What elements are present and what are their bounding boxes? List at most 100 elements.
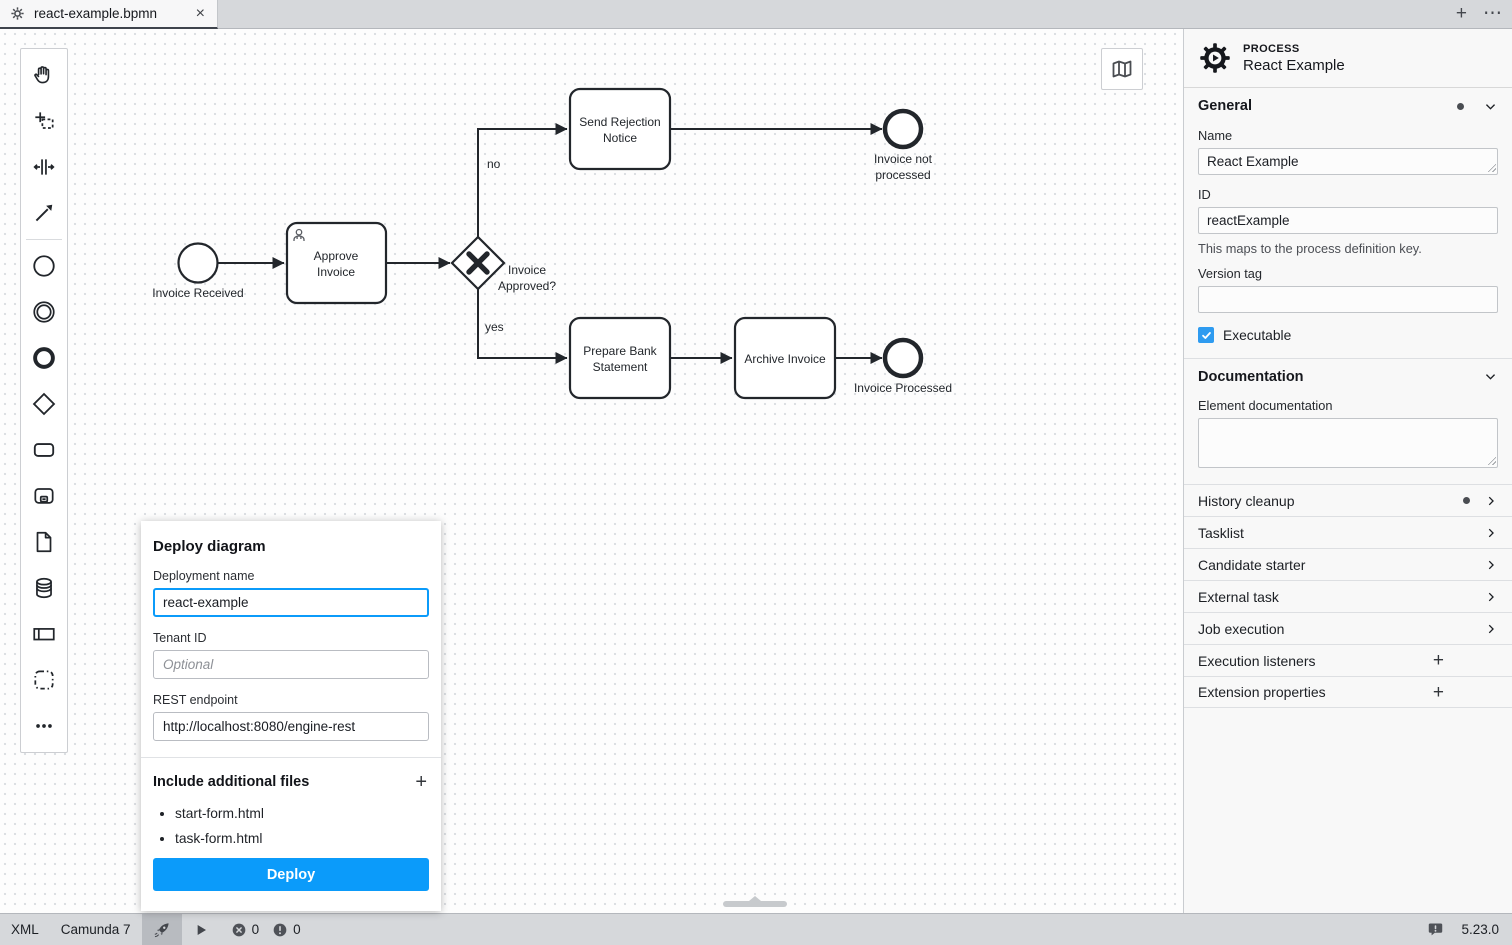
engine-profile-button[interactable]: Camunda 7 — [60, 922, 131, 937]
version-tag-label: Version tag — [1198, 266, 1263, 281]
chevron-right-icon[interactable] — [1484, 494, 1498, 508]
add-extension-property-button[interactable]: + — [1432, 681, 1444, 703]
group-job-execution[interactable]: Job execution — [1184, 612, 1512, 644]
svg-text:Invoice Received: Invoice Received — [152, 286, 243, 300]
svg-text:Approved?: Approved? — [498, 279, 556, 293]
chevron-right-icon[interactable] — [1484, 558, 1498, 572]
bpmn-start-event[interactable]: Invoice Received — [152, 242, 244, 301]
bpmn-task-send-rejection-notice[interactable]: Send Rejection Notice — [568, 87, 672, 171]
more-tools-icon[interactable] — [21, 703, 67, 749]
bpmn-task-prepare-bank-statement[interactable]: Prepare Bank Statement — [568, 316, 672, 400]
group-extension-properties[interactable]: Extension properties + — [1184, 676, 1512, 708]
main-area: Invoice Received Approve Invoice Invoice… — [0, 29, 1512, 913]
play-icon — [197, 924, 206, 935]
bpmn-end-event-not-processed[interactable]: Invoice not processed — [874, 108, 933, 182]
bpmn-task-approve-invoice[interactable]: Approve Invoice — [285, 221, 388, 305]
svg-text:Prepare Bank: Prepare Bank — [583, 344, 657, 358]
sequence-flows[interactable] — [218, 123, 883, 364]
deploy-rocket-button[interactable] — [141, 913, 182, 945]
bpmn-end-event-processed[interactable]: Invoice Processed — [854, 337, 952, 395]
minimap-toggle-button[interactable] — [1101, 48, 1143, 90]
add-file-button[interactable]: + — [415, 771, 427, 793]
executable-checkbox[interactable] — [1198, 327, 1214, 343]
global-connect-tool-icon[interactable] — [21, 190, 67, 236]
create-end-event-icon[interactable] — [21, 335, 67, 381]
user-task-icon — [293, 228, 305, 241]
deploy-button[interactable]: Deploy — [153, 858, 429, 891]
bpmn-gateway-invoice-approved[interactable]: Invoice Approved? — [450, 235, 556, 293]
status-bar: XML Camunda 7 0 0 — [0, 913, 1512, 945]
error-icon — [232, 923, 245, 936]
flow-yes-branch[interactable] — [477, 289, 568, 364]
bpmn-diagram: Invoice Received Approve Invoice Invoice… — [152, 87, 952, 400]
element-documentation-field[interactable] — [1198, 418, 1498, 468]
tenant-id-input[interactable] — [153, 650, 429, 679]
flow-no-branch[interactable] — [477, 123, 568, 237]
create-intermediate-event-icon[interactable] — [21, 289, 67, 335]
deployment-name-label: Deployment name — [153, 569, 255, 583]
dialog-divider — [141, 757, 441, 758]
svg-text:Approve: Approve — [314, 249, 359, 263]
chevron-down-icon[interactable] — [1483, 369, 1498, 384]
rocket-icon — [154, 922, 169, 937]
rest-endpoint-input[interactable] — [153, 712, 429, 741]
element-documentation-label: Element documentation — [1198, 398, 1333, 413]
create-subprocess-icon[interactable] — [21, 473, 67, 519]
svg-text:Invoice: Invoice — [508, 263, 546, 277]
bottom-panel-toggle-handle[interactable] — [723, 896, 787, 907]
warning-icon — [273, 923, 287, 936]
group-tasklist[interactable]: Tasklist — [1184, 516, 1512, 548]
chevron-right-icon[interactable] — [1484, 526, 1498, 540]
create-participant-icon[interactable] — [21, 611, 67, 657]
include-files-label: Include additional files — [153, 774, 310, 790]
properties-panel: PROCESS React Example General Name React… — [1183, 29, 1512, 913]
chevron-right-icon[interactable] — [1484, 590, 1498, 604]
toggle-xml-button[interactable]: XML — [11, 922, 39, 937]
feedback-bubble-icon — [1429, 923, 1443, 936]
deployment-name-input[interactable] — [153, 588, 429, 617]
svg-text:Invoice: Invoice — [317, 265, 355, 279]
process-id-field[interactable] — [1198, 207, 1498, 234]
process-name-field[interactable]: React Example — [1198, 148, 1498, 175]
bpmn-palette — [20, 48, 68, 753]
start-instance-button[interactable] — [182, 914, 220, 945]
new-tab-button[interactable]: + — [1455, 3, 1467, 24]
group-candidate-starter[interactable]: Candidate starter — [1184, 548, 1512, 580]
add-execution-listener-button[interactable]: + — [1432, 650, 1444, 671]
element-type-label: PROCESS — [1243, 42, 1300, 55]
group-documentation[interactable]: Documentation — [1184, 358, 1512, 394]
space-tool-icon[interactable] — [21, 144, 67, 190]
rest-endpoint-label: REST endpoint — [153, 693, 238, 707]
app-version-label: 5.23.0 — [1461, 922, 1499, 937]
tab-bar: react-example.bpmn × + ⋯ — [0, 0, 1512, 29]
create-gateway-icon[interactable] — [21, 381, 67, 427]
create-task-icon[interactable] — [21, 427, 67, 473]
tab-overflow-menu-icon[interactable]: ⋯ — [1483, 3, 1502, 24]
chevron-down-icon[interactable] — [1483, 99, 1498, 114]
create-group-icon[interactable] — [21, 657, 67, 703]
tab-title: react-example.bpmn — [34, 6, 158, 21]
create-data-store-icon[interactable] — [21, 565, 67, 611]
name-label: Name — [1198, 128, 1233, 143]
lint-errors[interactable]: 0 — [220, 914, 271, 945]
included-files-list: start-form.html task-form.html — [175, 806, 429, 846]
map-icon — [1112, 60, 1132, 78]
group-external-task[interactable]: External task — [1184, 580, 1512, 612]
svg-text:processed: processed — [875, 168, 930, 182]
lint-warnings[interactable]: 0 — [270, 914, 312, 945]
feedback-button[interactable] — [1416, 914, 1455, 945]
group-execution-listeners[interactable]: Execution listeners + — [1184, 644, 1512, 676]
group-history-cleanup[interactable]: History cleanup — [1184, 484, 1512, 516]
lasso-tool-icon[interactable] — [21, 98, 67, 144]
check-icon — [1201, 331, 1211, 339]
create-start-event-icon[interactable] — [21, 243, 67, 289]
hand-tool-icon[interactable] — [21, 52, 67, 98]
chevron-right-icon[interactable] — [1484, 622, 1498, 636]
close-tab-icon[interactable]: × — [195, 4, 205, 22]
tab-react-example[interactable]: react-example.bpmn × — [0, 0, 218, 29]
create-data-object-icon[interactable] — [21, 519, 67, 565]
group-general[interactable]: General — [1184, 88, 1512, 124]
bpmn-canvas[interactable]: Invoice Received Approve Invoice Invoice… — [0, 29, 1183, 913]
bpmn-task-archive-invoice[interactable]: Archive Invoice — [733, 316, 837, 400]
version-tag-field[interactable] — [1198, 286, 1498, 313]
